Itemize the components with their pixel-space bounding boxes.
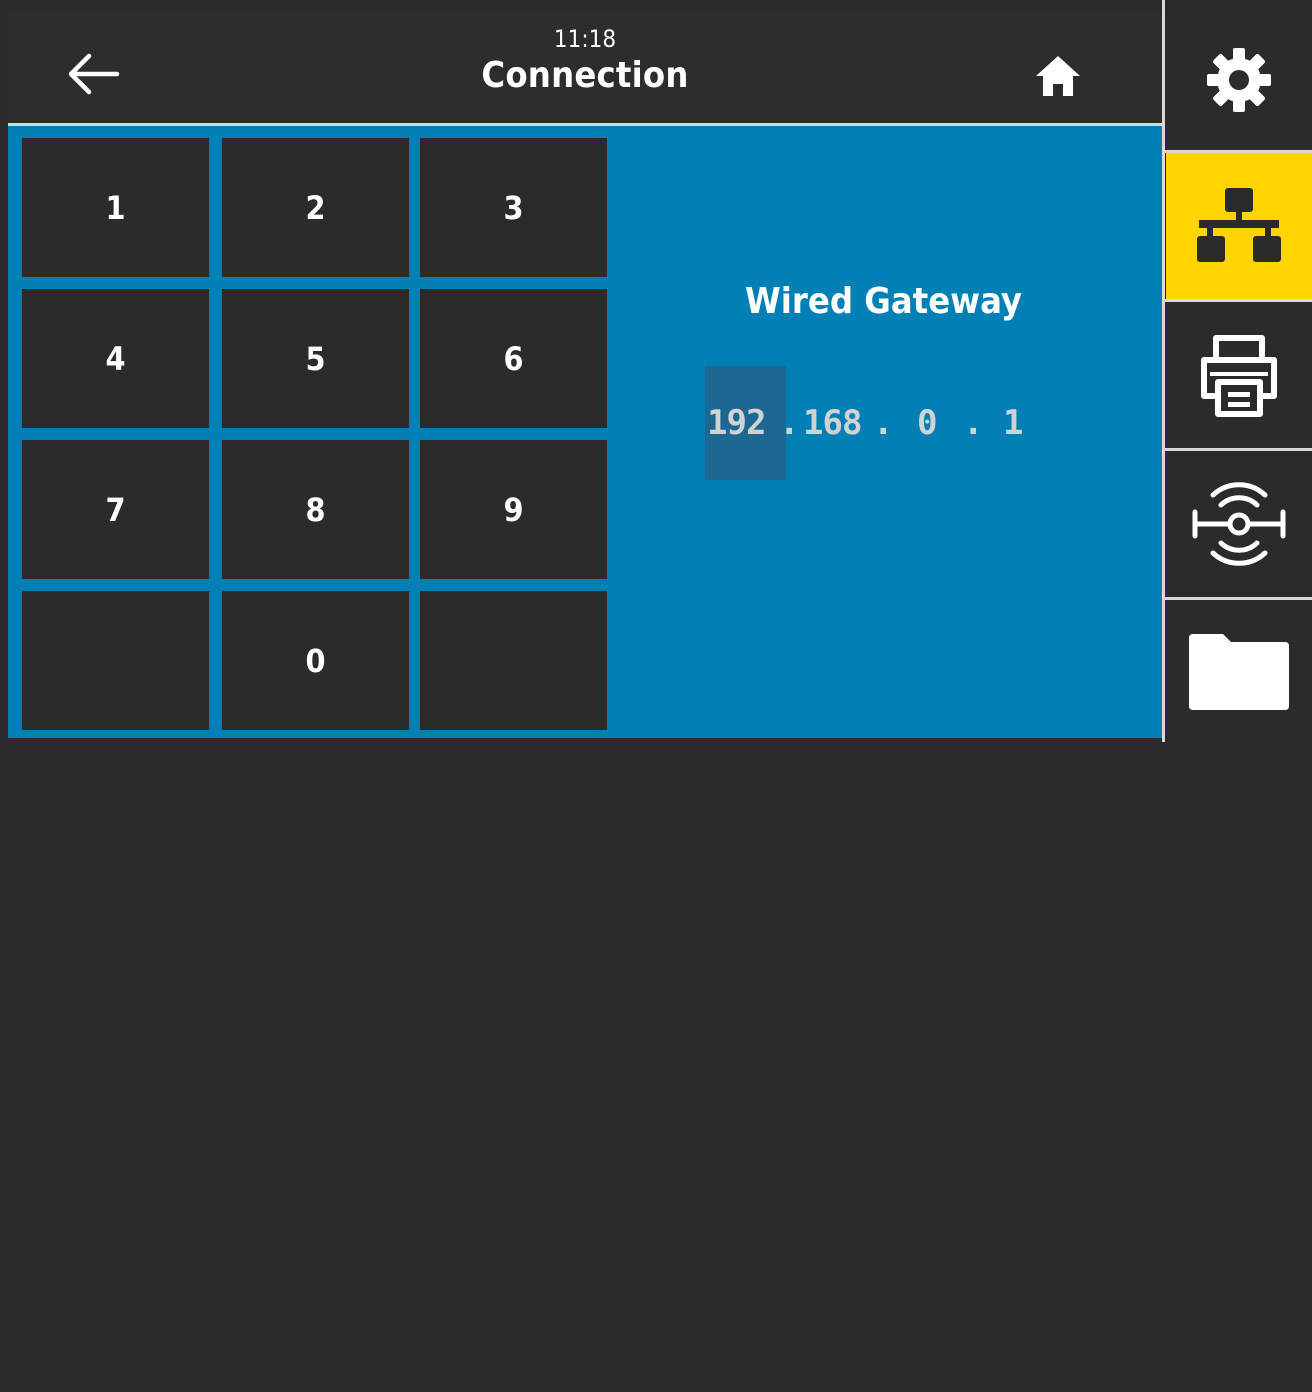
page-title: Connection [481, 55, 689, 96]
clock: 11:18 [553, 25, 617, 53]
header-bar: 11:18 Connection [8, 10, 1162, 123]
main-panel: 1 2 3 4 5 6 7 8 9 0 Wired Gateway 192 . … [8, 126, 1162, 738]
ip-text: 192 . 168 . 0 . 1 [705, 366, 1024, 480]
sidebar-item-rfid[interactable] [1166, 451, 1312, 597]
ip-octet-1[interactable]: 192 [707, 403, 766, 443]
home-icon [1036, 56, 1080, 96]
sidebar-item-print[interactable] [1166, 302, 1312, 448]
ip-dot-1: . [779, 403, 800, 443]
key-blank-right[interactable] [420, 591, 607, 730]
folder-icon [1189, 634, 1289, 710]
header-divider [8, 123, 1162, 126]
key-3[interactable]: 3 [420, 138, 607, 277]
ip-octet-3[interactable]: 0 [917, 403, 938, 443]
key-6[interactable]: 6 [420, 289, 607, 428]
key-2[interactable]: 2 [222, 138, 409, 277]
sidebar [1164, 0, 1312, 742]
key-0[interactable]: 0 [222, 591, 409, 730]
field-label: Wired Gateway [745, 281, 1022, 322]
network-icon [1197, 188, 1281, 262]
ip-octet-4[interactable]: 1 [1003, 403, 1024, 443]
sidebar-item-connection[interactable] [1166, 153, 1312, 299]
selected-octet-highlight [705, 366, 786, 480]
title-area: 11:18 Connection [8, 24, 1162, 98]
sidebar-divider [1164, 448, 1312, 451]
home-button[interactable] [1030, 50, 1086, 102]
printer-icon [1201, 335, 1277, 417]
key-1[interactable]: 1 [22, 138, 209, 277]
sidebar-item-settings[interactable] [1166, 10, 1312, 150]
gear-icon [1207, 48, 1271, 112]
ip-dot-2: . [873, 403, 894, 443]
rfid-icon [1192, 482, 1286, 566]
sidebar-border [1162, 0, 1165, 742]
back-arrow-icon [68, 53, 120, 95]
sidebar-divider [1164, 150, 1312, 153]
ip-dot-3: . [963, 403, 984, 443]
key-5[interactable]: 5 [222, 289, 409, 428]
key-blank-left[interactable] [22, 591, 209, 730]
key-4[interactable]: 4 [22, 289, 209, 428]
ip-address-field[interactable]: 192 . 168 . 0 . 1 [705, 366, 1125, 480]
back-button[interactable] [56, 42, 126, 106]
key-9[interactable]: 9 [420, 440, 607, 579]
ip-octet-2[interactable]: 168 [803, 403, 862, 443]
key-7[interactable]: 7 [22, 440, 209, 579]
key-8[interactable]: 8 [222, 440, 409, 579]
sidebar-divider [1164, 299, 1312, 302]
sidebar-divider [1164, 597, 1312, 600]
sidebar-item-storage[interactable] [1166, 600, 1312, 742]
printer-screen: 11:18 Connection 1 2 3 4 5 6 7 8 9 0 Wir… [8, 0, 1312, 742]
